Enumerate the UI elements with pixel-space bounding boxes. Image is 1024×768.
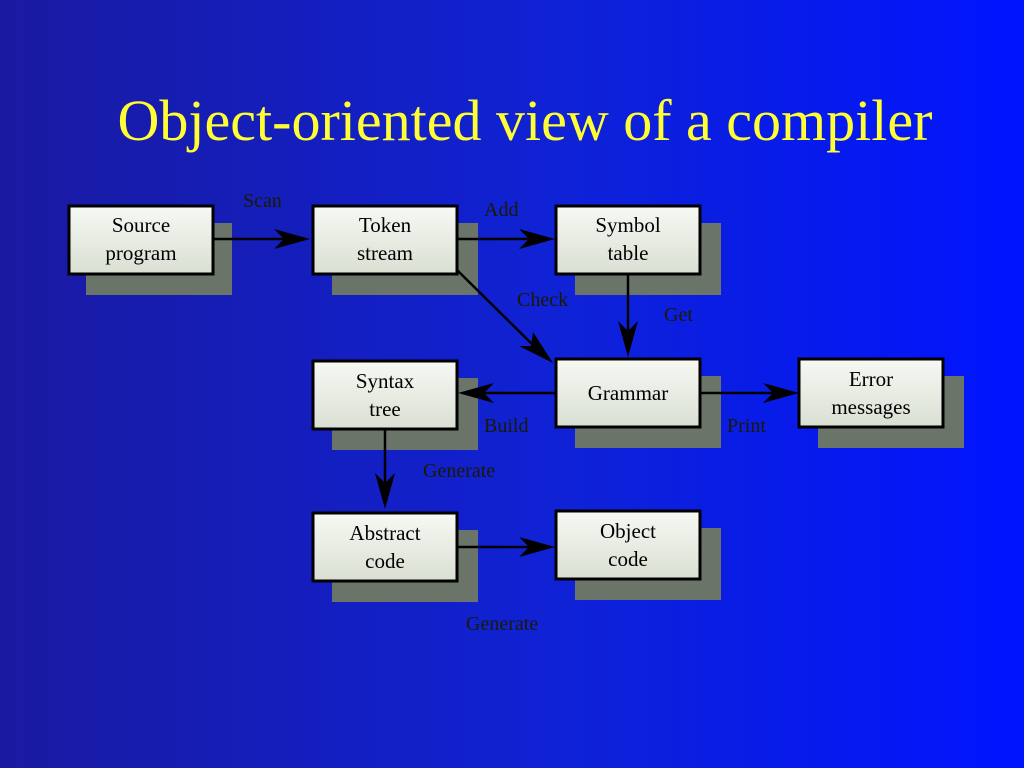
node-object-code-line2: code xyxy=(608,547,648,571)
edge-label-add: Add xyxy=(484,199,518,221)
node-grammar: Grammar xyxy=(588,381,668,405)
node-boxes xyxy=(67,204,945,583)
node-error-messages-line2: messages xyxy=(831,395,910,419)
edge-labels: Scan Add Check Get Build Print Generate … xyxy=(243,190,766,635)
slide-title: Object-oriented view of a compiler xyxy=(117,88,933,153)
edges xyxy=(213,237,781,549)
node-syntax-tree-line1: Syntax xyxy=(356,369,415,393)
node-abstract-code-line1: Abstract xyxy=(349,521,420,545)
node-labels: Source program Token stream Symbol table… xyxy=(105,213,910,573)
node-source-program-line2: program xyxy=(105,241,176,265)
node-symbol-table-line2: table xyxy=(608,241,649,265)
arrowheads xyxy=(274,229,799,557)
node-token-stream-line1: Token xyxy=(359,213,412,237)
box-symbol-table xyxy=(554,204,702,276)
node-abstract-code-line2: code xyxy=(365,549,405,573)
edge-label-check: Check xyxy=(517,289,568,311)
node-source-program-line1: Source xyxy=(112,213,170,237)
edge-label-get: Get xyxy=(664,304,693,326)
edge-label-print: Print xyxy=(727,415,766,437)
edge-label-scan: Scan xyxy=(243,190,282,212)
arrowhead-get xyxy=(618,321,638,357)
edge-label-generate-code: Generate xyxy=(466,613,538,635)
arrowhead-generate-tree xyxy=(375,473,395,509)
arrowhead-check xyxy=(519,332,553,363)
node-symbol-table-line1: Symbol xyxy=(595,213,661,237)
edge-label-build: Build xyxy=(484,415,528,437)
arrowhead-print xyxy=(763,383,799,403)
box-error-messages xyxy=(797,357,945,429)
node-object-code-line1: Object xyxy=(600,519,656,543)
arrowhead-add xyxy=(519,229,555,249)
arrowhead-generate-code xyxy=(519,537,555,557)
node-syntax-tree-line2: tree xyxy=(369,397,400,421)
arrowhead-build xyxy=(458,383,494,403)
edge-label-generate-tree: Generate xyxy=(423,460,495,482)
box-source-program xyxy=(67,204,215,276)
box-object-code xyxy=(554,509,702,581)
box-syntax-tree xyxy=(311,359,459,431)
arrowhead-scan xyxy=(274,229,310,249)
box-token-stream xyxy=(311,204,459,276)
edge-check xyxy=(456,269,539,351)
box-abstract-code xyxy=(311,511,459,583)
box-grammar xyxy=(554,357,702,429)
node-error-messages-line1: Error xyxy=(849,367,893,391)
node-token-stream-line2: stream xyxy=(357,241,413,265)
